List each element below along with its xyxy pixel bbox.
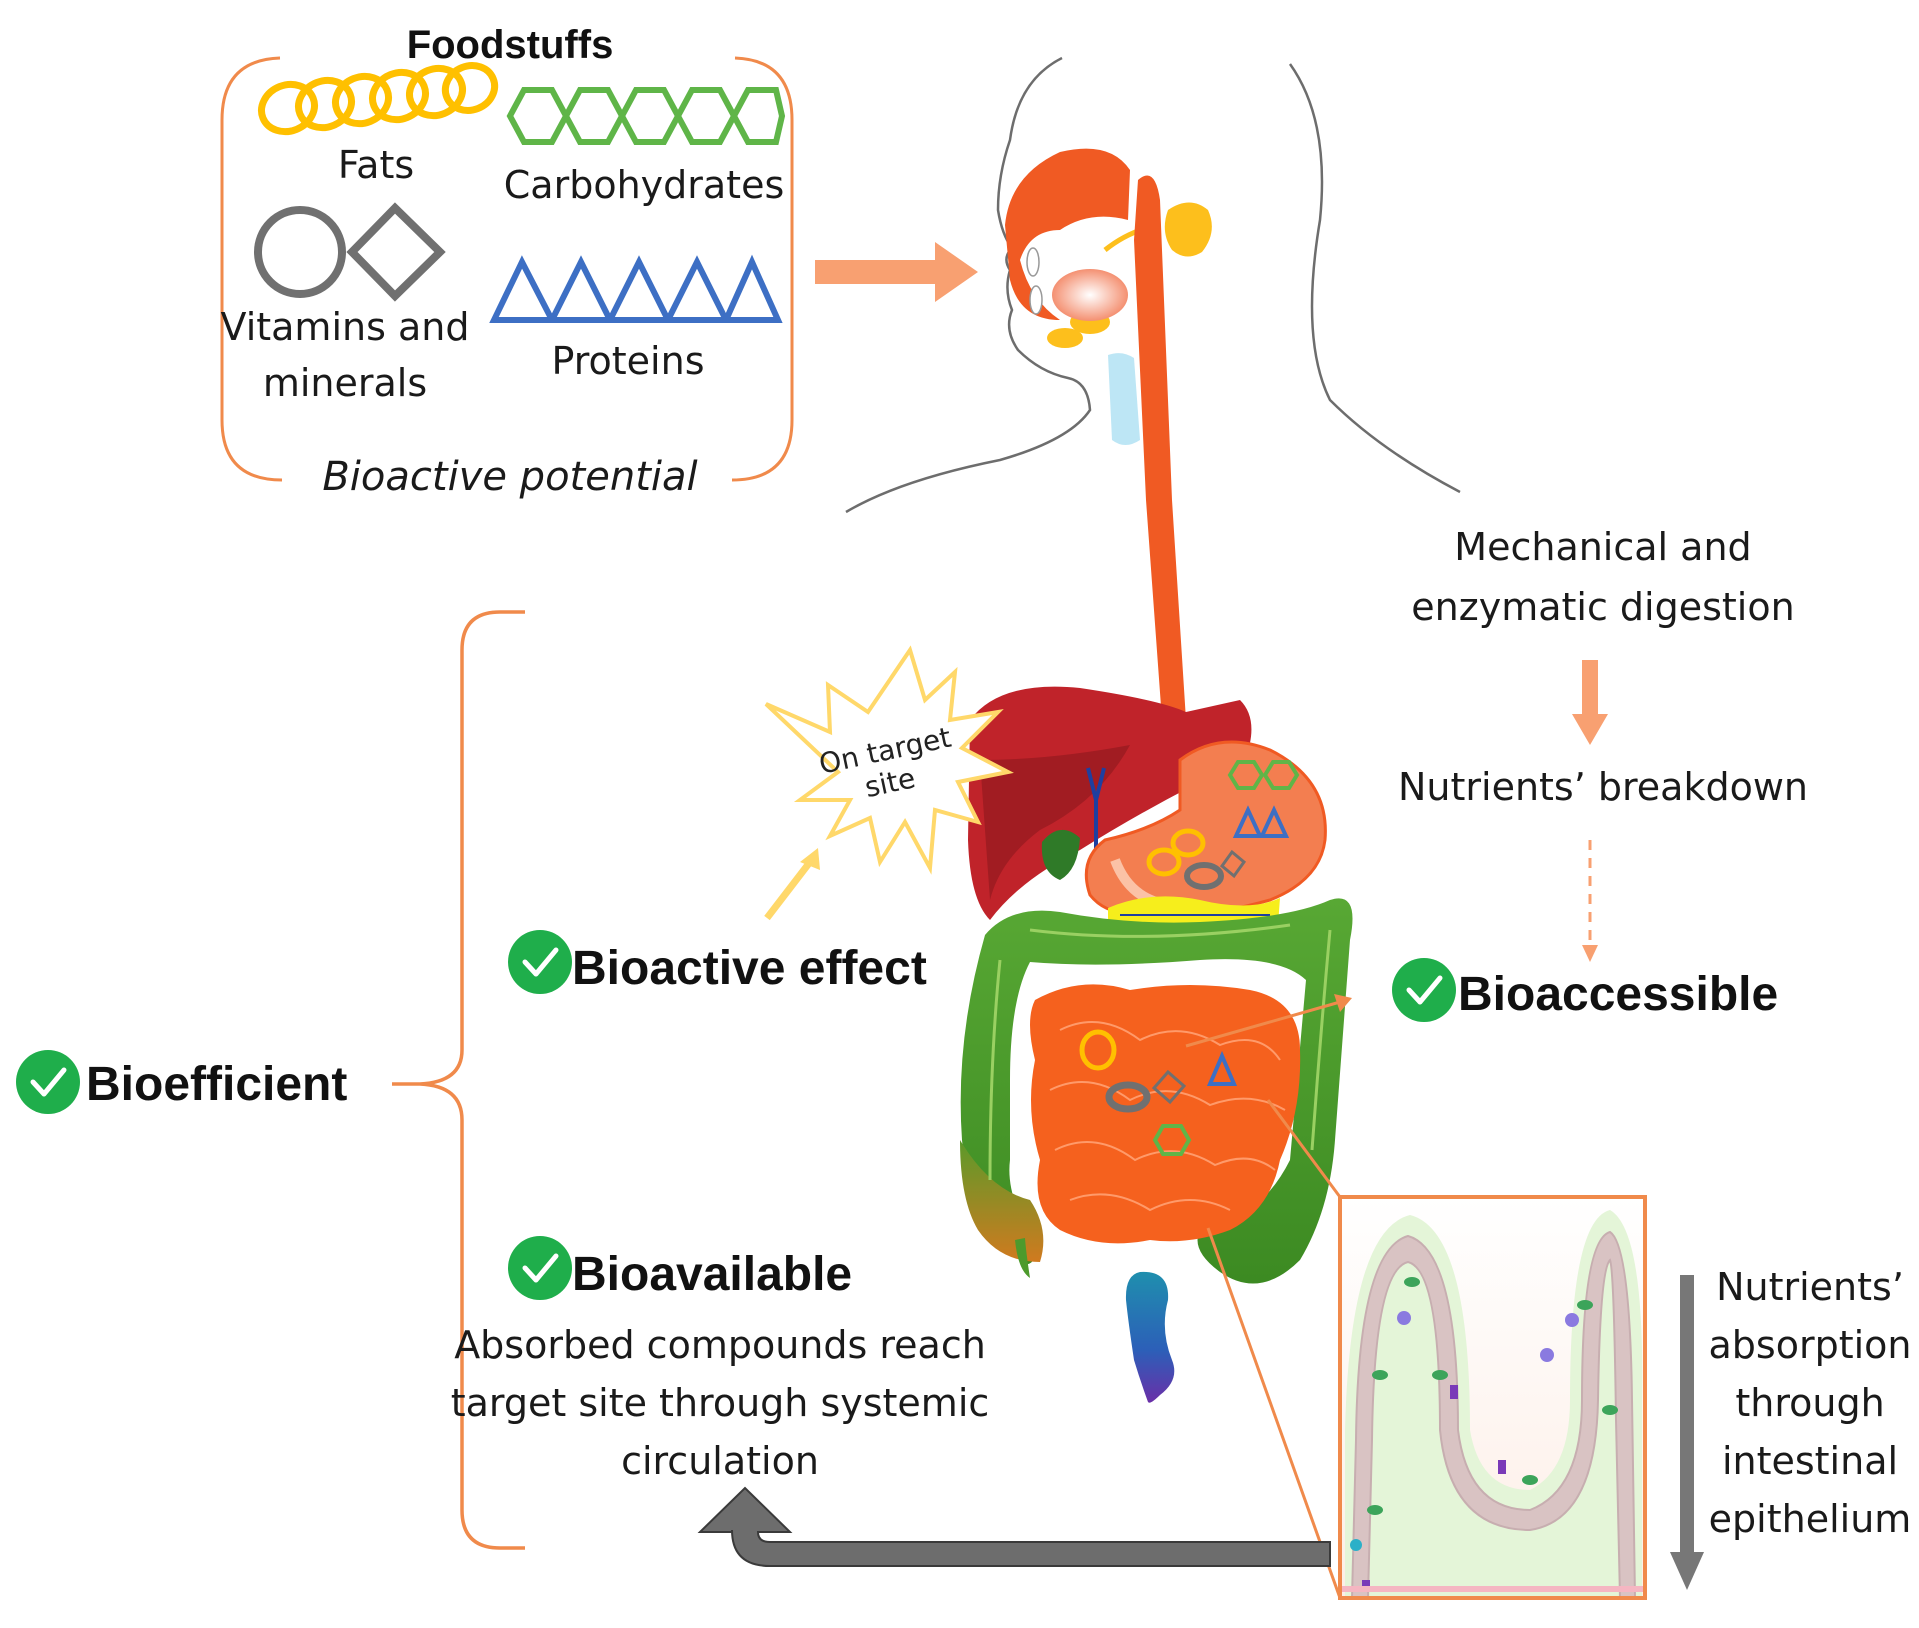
absorption-line3: through [1735, 1381, 1884, 1425]
foodstuffs-title: Foodstuffs [407, 23, 614, 67]
bioaccessible-arrow [1185, 994, 1352, 1048]
villi-inset-frame [1338, 1195, 1647, 1600]
digestion-arrow-icon [1572, 660, 1608, 745]
arrow-right-icon [815, 242, 978, 302]
head-silhouette [845, 56, 1461, 514]
foodstuffs-panel: Foodstuffs Fats Carbohydrates Vitamins a… [220, 23, 794, 500]
oral-cavity [1005, 148, 1130, 320]
bioavailable-label: Bioavailable [572, 1248, 852, 1301]
absorption-line2: absorption [1709, 1323, 1912, 1367]
check-badge-icon [1392, 958, 1456, 1022]
check-badge-icon [508, 930, 572, 994]
colon-haustra [988, 923, 1332, 1181]
bioactive-effect-label: Bioactive effect [572, 942, 927, 995]
vitamins-minerals-icon [254, 202, 446, 302]
bioavailable-badge [508, 1236, 572, 1300]
teeth [1026, 247, 1043, 315]
proteins-chain-icon [489, 254, 783, 323]
absorption-line1: Nutrients’ [1716, 1265, 1904, 1309]
bioavailable-desc-line3: circulation [621, 1439, 819, 1483]
appendix [1015, 1238, 1030, 1278]
bioefficient-label: Bioefficient [86, 1058, 347, 1111]
vitamins-label-line1: Vitamins and [221, 305, 470, 349]
stomach-nutrients [1146, 760, 1300, 890]
bioactive-potential-label: Bioactive potential [322, 454, 697, 500]
small-intestine-folds [1049, 1021, 1286, 1212]
bioaccessible-badge [1392, 958, 1456, 1022]
bioavailable-desc-line1: Absorbed compounds reach [454, 1323, 986, 1367]
absorption-line4: intestinal [1722, 1439, 1898, 1483]
liver [968, 686, 1252, 920]
bioaccessible-label: Bioaccessible [1458, 968, 1778, 1021]
zoom-lines [1206, 1099, 1342, 1599]
absorption-text: Nutrients’ absorption through intestinal… [1709, 1265, 1912, 1541]
bioefficient-badge [16, 1050, 80, 1114]
vitamins-label-line2: minerals [263, 361, 427, 405]
trachea [1108, 353, 1140, 445]
villi-inset [1338, 1195, 1647, 1600]
bioefficient-bracket [392, 610, 525, 1550]
fats-label: Fats [338, 143, 414, 187]
esophagus [1134, 175, 1196, 790]
large-intestine [960, 898, 1353, 1284]
intestine-nutrients [1079, 1029, 1238, 1156]
fats-chain-icon [258, 62, 499, 136]
proteins-label: Proteins [551, 339, 704, 383]
absorption-line5: epithelium [1709, 1497, 1912, 1541]
check-badge-icon [508, 1236, 572, 1300]
bioactive-effect-badge [508, 930, 572, 994]
tongue [1052, 269, 1128, 321]
small-intestine [1030, 984, 1301, 1244]
carbohydrates-chain-icon [506, 87, 786, 145]
arrow-down-icon [1670, 1275, 1704, 1590]
breakdown-dashed-arrow [1582, 840, 1598, 962]
mechanical-digestion-line2: enzymatic digestion [1411, 585, 1794, 629]
gallbladder [1041, 829, 1080, 880]
blood-vessel [1340, 1586, 1645, 1592]
foodstuffs-bracket [220, 56, 794, 482]
rectum [1125, 1271, 1175, 1403]
starburst-icon: On target site [764, 645, 1014, 875]
cecum [960, 1140, 1044, 1262]
u-turn-arrow-icon [697, 1486, 1331, 1567]
transporter-proteins [1350, 1277, 1618, 1592]
carbohydrates-label: Carbohydrates [504, 163, 785, 207]
bioavailable-desc-line2: target site through systemic [451, 1381, 990, 1425]
nutrients-breakdown-label: Nutrients’ breakdown [1398, 765, 1808, 809]
target-arrow-icon [764, 848, 820, 921]
salivary-glands [1047, 202, 1212, 348]
check-badge-icon [16, 1050, 80, 1114]
mechanical-digestion-line1: Mechanical and [1454, 525, 1751, 569]
